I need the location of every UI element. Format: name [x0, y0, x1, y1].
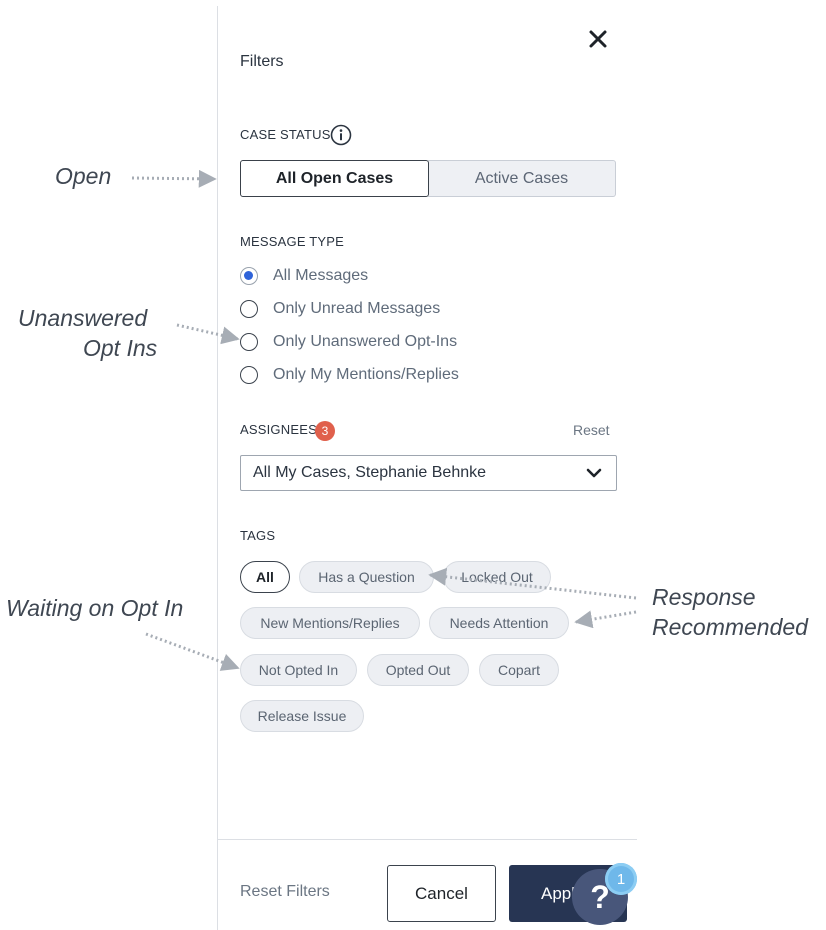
assignees-label: ASSIGNEES — [240, 422, 317, 437]
close-icon[interactable] — [586, 27, 610, 51]
radio-label: Only Unread Messages — [273, 300, 441, 317]
message-type-label: MESSAGE TYPE — [240, 234, 345, 249]
assignees-reset-link[interactable]: Reset — [573, 422, 610, 438]
radio-button[interactable] — [240, 267, 258, 285]
tag-has-a-question[interactable]: Has a Question — [299, 561, 434, 593]
radio-button[interactable] — [240, 300, 258, 318]
arrow-waiting — [145, 632, 240, 671]
assignees-count-badge: 3 — [315, 421, 335, 441]
case-status-toggle: All Open Cases Active Cases — [240, 160, 617, 197]
info-icon[interactable] — [330, 124, 352, 146]
assignees-selected-value: All My Cases, Stephanie Behnke — [253, 464, 487, 481]
callout-response-line1: Response — [652, 584, 756, 610]
tag-not-opted-in[interactable]: Not Opted In — [240, 654, 357, 686]
radio-label: Only My Mentions/Replies — [273, 366, 459, 383]
chevron-down-icon — [586, 468, 602, 478]
panel-title: Filters — [240, 53, 284, 70]
radio-label: All Messages — [273, 267, 369, 284]
callout-unanswered-line1: Unanswered — [18, 305, 148, 331]
assignees-select[interactable]: All My Cases, Stephanie Behnke — [240, 455, 617, 491]
tag-all[interactable]: All — [240, 561, 290, 593]
radio-only-unanswered-opt-ins[interactable]: Only Unanswered Opt-Ins — [240, 331, 457, 353]
tag-new-mentions-replies[interactable]: New Mentions/Replies — [240, 607, 420, 639]
arrow-response-attention — [574, 610, 637, 629]
tag-release-issue[interactable]: Release Issue — [240, 700, 364, 732]
radio-only-my-mentions-replies[interactable]: Only My Mentions/Replies — [240, 364, 459, 386]
radio-button[interactable] — [240, 333, 258, 351]
tag-opted-out[interactable]: Opted Out — [367, 654, 469, 686]
arrow-unanswered — [176, 323, 240, 345]
arrow-open — [131, 169, 217, 188]
radio-button[interactable] — [240, 366, 258, 384]
tag-copart[interactable]: Copart — [479, 654, 559, 686]
tag-needs-attention[interactable]: Needs Attention — [429, 607, 569, 639]
all-open-cases-button[interactable]: All Open Cases — [240, 160, 429, 197]
arrow-response-question — [428, 567, 637, 600]
radio-all-messages[interactable]: All Messages — [240, 265, 368, 287]
radio-only-unread-messages[interactable]: Only Unread Messages — [240, 298, 440, 320]
reset-filters-link[interactable]: Reset Filters — [240, 883, 330, 900]
panel-border — [217, 6, 218, 930]
callout-response-line2: Recommended — [652, 614, 808, 640]
tags-label: TAGS — [240, 528, 276, 543]
callout-unanswered-line2: Opt Ins — [83, 335, 158, 361]
callout-open: Open — [55, 163, 112, 189]
cancel-button[interactable]: Cancel — [387, 865, 496, 922]
help-notification-badge: 1 — [605, 863, 637, 895]
case-status-label: CASE STATUS — [240, 127, 331, 142]
footer-divider — [218, 839, 637, 840]
callout-waiting-on-opt-in: Waiting on Opt In — [6, 595, 184, 621]
radio-label: Only Unanswered Opt-Ins — [273, 333, 458, 350]
active-cases-button[interactable]: Active Cases — [428, 160, 616, 197]
